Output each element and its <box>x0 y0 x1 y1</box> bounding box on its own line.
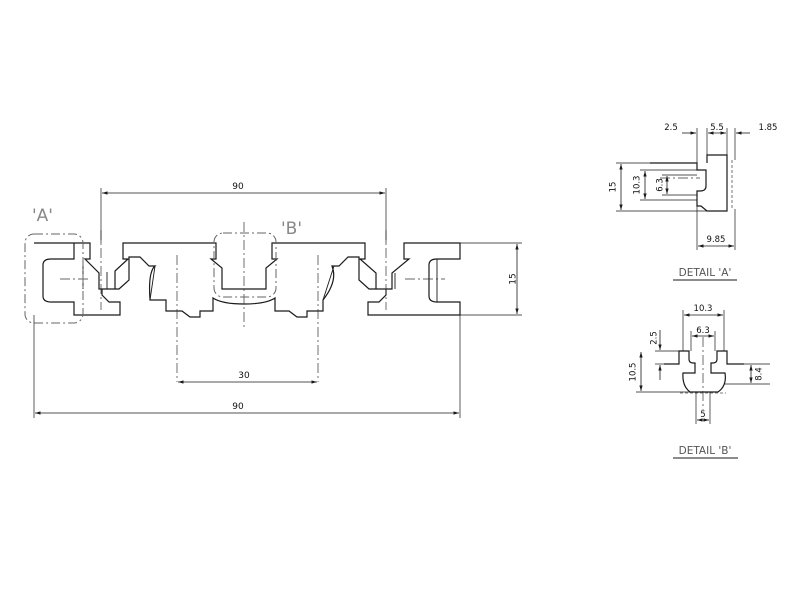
detail-a-boundary <box>24 233 84 324</box>
dim-a-inner-height: 10.3 <box>633 176 643 195</box>
dim-slot-pitch: 30 <box>238 371 250 381</box>
dim-a-neck-height: 6.3 <box>656 178 666 192</box>
dim-b-lip: 2.5 <box>650 331 660 345</box>
detail-b-view: 10.3 6.3 2.5 10.5 8.4 5 DETAIL 'B' <box>629 304 770 459</box>
profile-outline <box>34 242 461 318</box>
detail-a-title: DETAIL 'A' <box>679 267 732 279</box>
detail-a-callout: 'A' <box>32 206 53 226</box>
profile-inner-lines <box>82 259 438 302</box>
dim-a-depth: 9.85 <box>707 235 726 245</box>
main-profile-view: 'A' 'B' 90 15 30 90 <box>24 182 522 418</box>
dim-top-width: 90 <box>232 182 244 192</box>
detail-b-boundary <box>213 232 277 298</box>
dim-overall-width: 90 <box>232 402 244 412</box>
detail-b-outline <box>664 350 744 393</box>
dim-b-top-width: 10.3 <box>694 304 713 314</box>
detail-b-title: DETAIL 'B' <box>679 445 732 457</box>
dim-a-height: 15 <box>609 182 619 193</box>
dim-height: 15 <box>509 273 519 284</box>
detail-a-outline <box>650 154 728 212</box>
dim-a-right: 1.85 <box>759 123 778 133</box>
dim-a-left: 2.5 <box>664 123 678 133</box>
dim-b-right-height: 8.4 <box>755 367 765 381</box>
dim-b-left-height: 10.5 <box>629 363 639 382</box>
dim-b-bottom: 5 <box>700 410 705 420</box>
detail-b-callout: 'B' <box>281 219 302 239</box>
dim-a-opening: 5.5 <box>710 123 724 133</box>
dim-b-neck-width: 6.3 <box>696 326 710 336</box>
detail-a-view: 2.5 5.5 1.85 15 10.3 6.3 9.85 DETAIL 'A' <box>609 123 778 281</box>
